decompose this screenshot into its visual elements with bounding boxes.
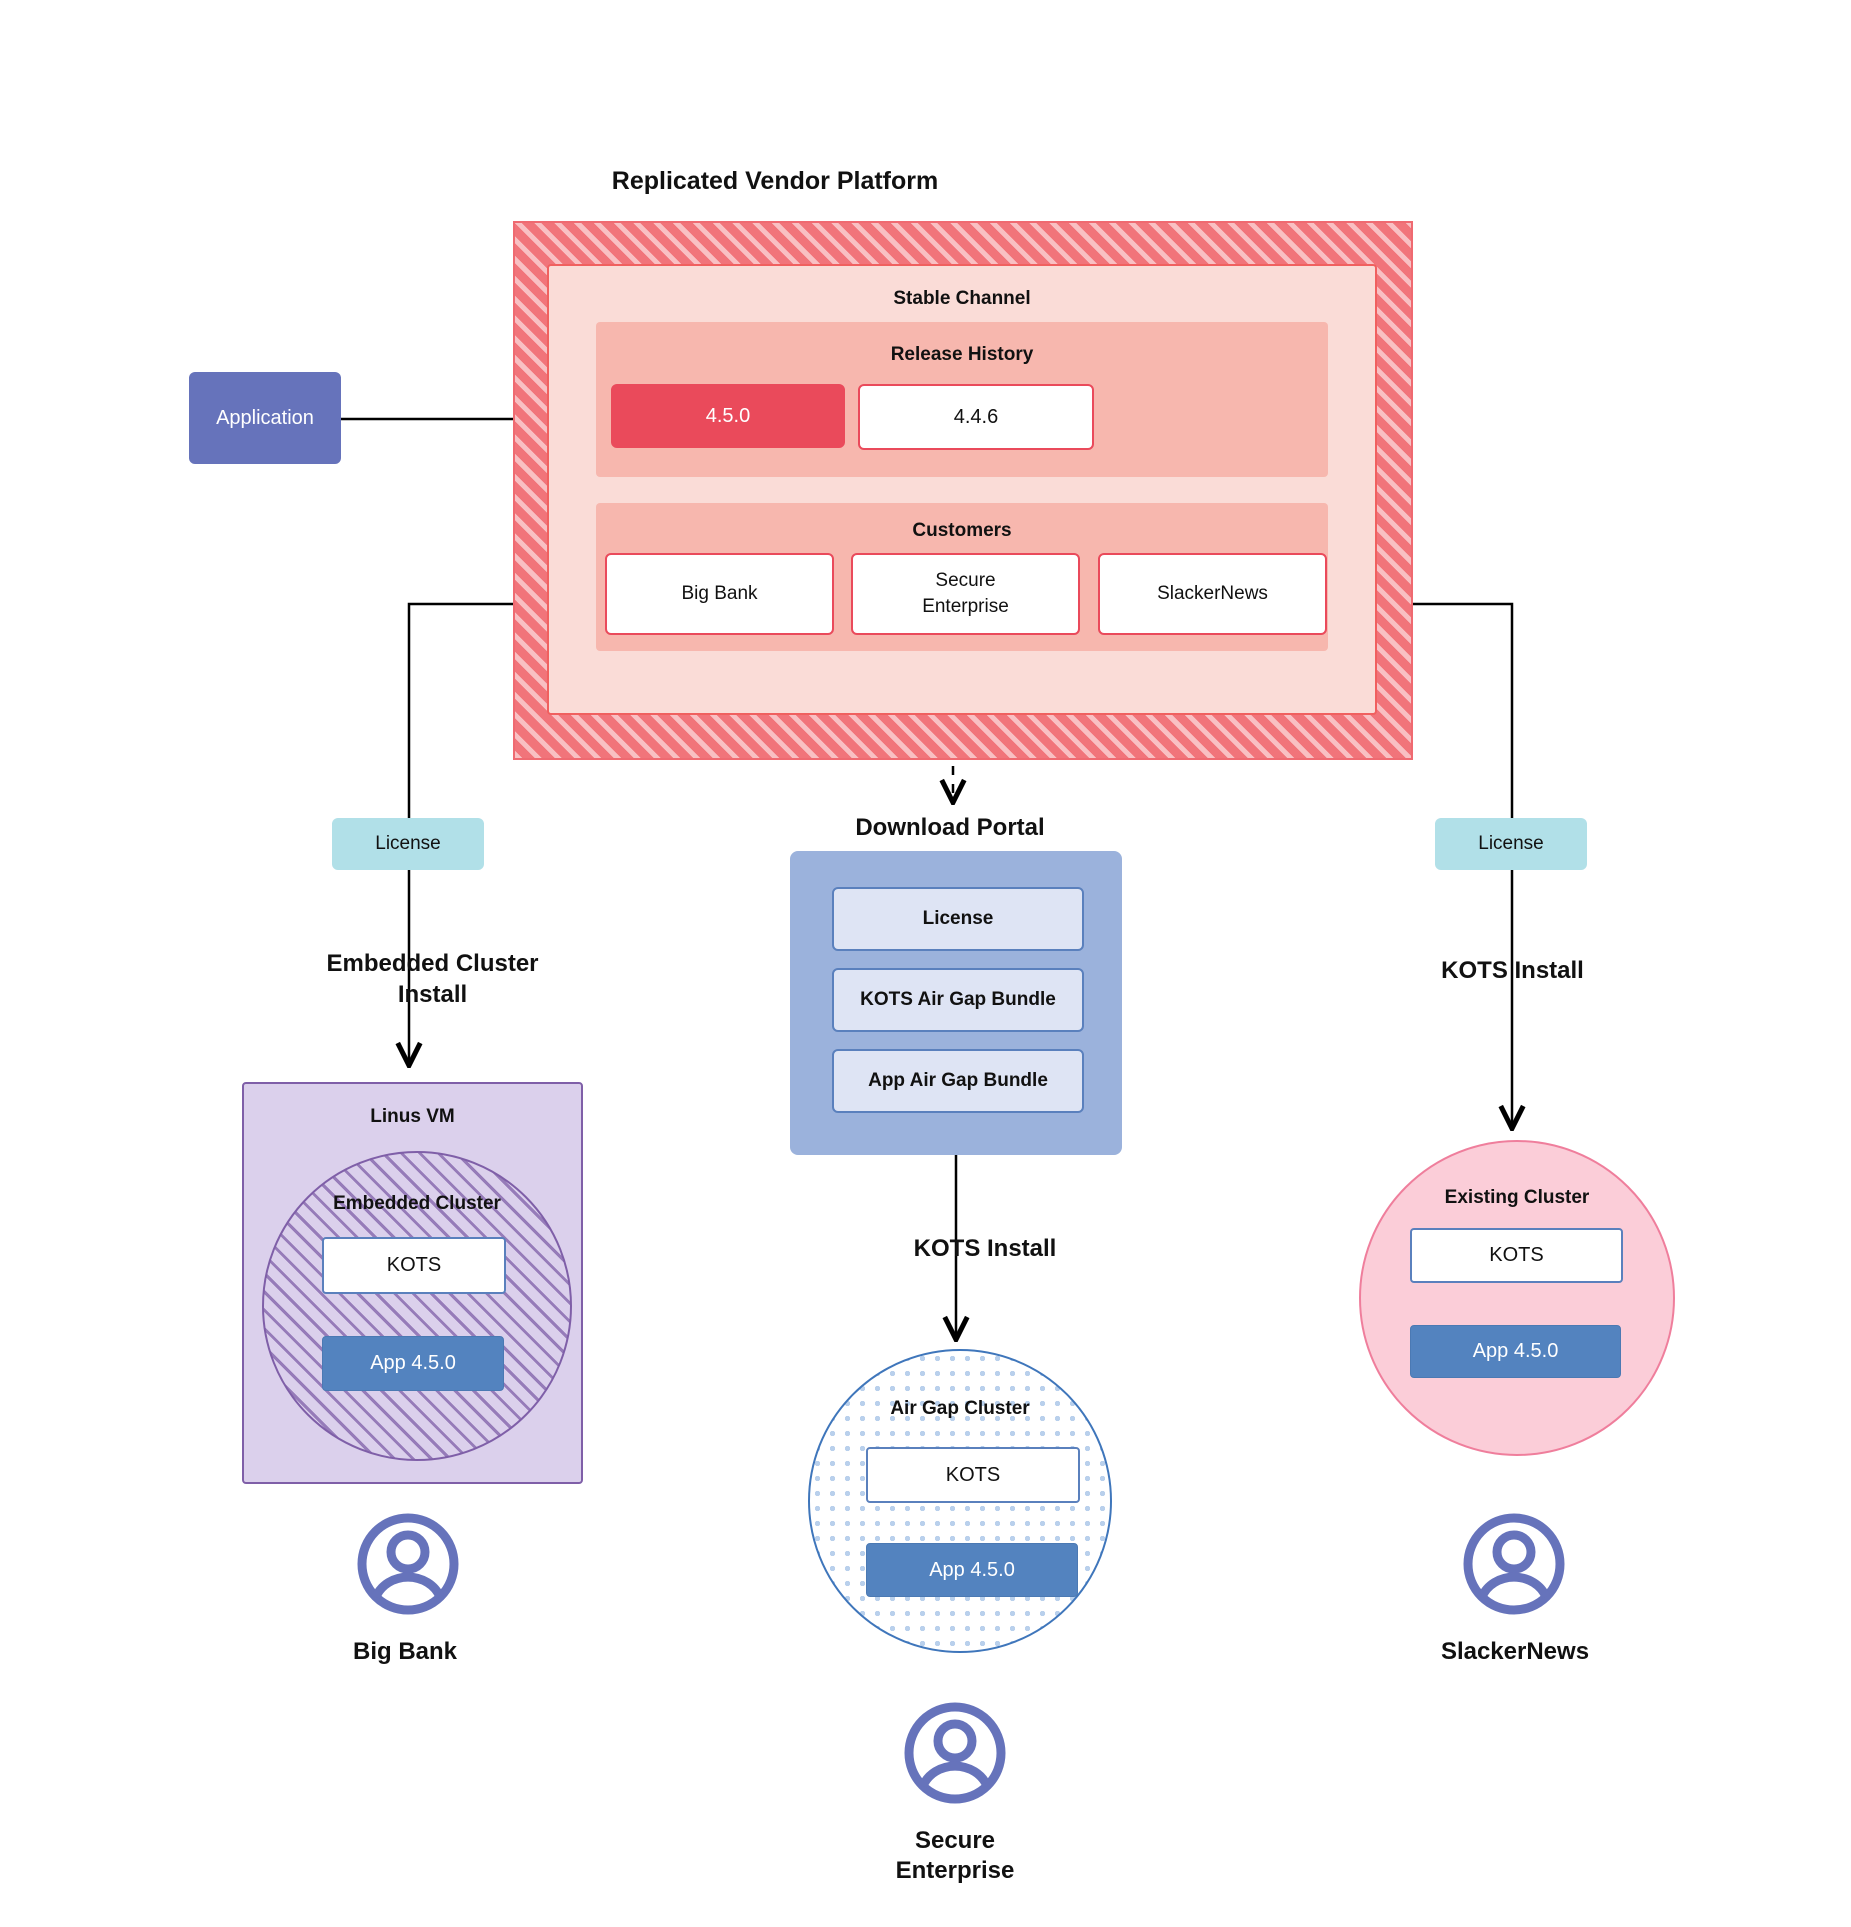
flow-label-kots-install-right: KOTS Install xyxy=(1441,957,1584,984)
air-gap-app-node[interactable]: App 4.5.0 xyxy=(866,1543,1078,1597)
license-chip-right[interactable]: License xyxy=(1435,818,1587,870)
embedded-cluster-label: Embedded Cluster xyxy=(333,1193,501,1214)
existing-cluster-app-node[interactable]: App 4.5.0 xyxy=(1410,1325,1621,1378)
customers-container: Customers Big Bank Secure Enterprise Sla… xyxy=(596,503,1328,651)
end-user-label-big-bank: Big Bank xyxy=(352,1638,457,1665)
embedded-cluster-circle: Embedded Cluster xyxy=(262,1151,572,1461)
existing-cluster-label: Existing Cluster xyxy=(1444,1187,1590,1208)
end-user-label-slackernews: SlackerNews xyxy=(1440,1638,1590,1665)
release-history-container: Release History 4.5.0 4.4.6 xyxy=(596,322,1328,477)
download-portal-title: Download Portal xyxy=(855,814,1045,841)
air-gap-cluster-label: Air Gap Cluster xyxy=(890,1398,1030,1419)
embedded-cluster-kots-node[interactable]: KOTS xyxy=(322,1237,506,1294)
end-user-label-secure-enterprise: Secure Enterprise xyxy=(895,1827,1015,1884)
release-history-label: Release History xyxy=(890,344,1034,365)
flow-label-embedded-cluster-install: Embedded Cluster Install xyxy=(326,950,539,1009)
customer-card-big-bank[interactable]: Big Bank xyxy=(605,553,834,635)
page-title: Replicated Vendor Platform xyxy=(611,167,939,195)
existing-cluster-kots-node[interactable]: KOTS xyxy=(1410,1228,1623,1283)
existing-cluster-circle: Existing Cluster xyxy=(1359,1140,1675,1456)
user-avatar-icon xyxy=(1463,1513,1565,1615)
embedded-cluster-app-node[interactable]: App 4.5.0 xyxy=(322,1336,504,1391)
portal-item-app-air-gap-bundle[interactable]: App Air Gap Bundle xyxy=(832,1049,1084,1113)
download-portal-container: License KOTS Air Gap Bundle App Air Gap … xyxy=(790,851,1122,1155)
linus-vm-container: Linus VM Embedded Cluster xyxy=(242,1082,583,1484)
stable-channel-container: Stable Channel Release History 4.5.0 4.4… xyxy=(547,264,1377,715)
user-avatar-icon xyxy=(904,1702,1006,1804)
stable-channel-label: Stable Channel xyxy=(893,288,1031,309)
user-avatar-icon xyxy=(357,1513,459,1615)
customer-card-slackernews[interactable]: SlackerNews xyxy=(1098,553,1327,635)
release-card-previous[interactable]: 4.4.6 xyxy=(858,384,1094,450)
portal-item-license[interactable]: License xyxy=(832,887,1084,951)
customer-card-secure-enterprise[interactable]: Secure Enterprise xyxy=(851,553,1080,635)
customers-label: Customers xyxy=(912,520,1012,541)
application-node[interactable]: Application xyxy=(189,372,341,464)
release-card-current[interactable]: 4.5.0 xyxy=(611,384,845,448)
license-chip-left[interactable]: License xyxy=(332,818,484,870)
air-gap-kots-node[interactable]: KOTS xyxy=(866,1447,1080,1503)
vendor-platform-container: Stable Channel Release History 4.5.0 4.4… xyxy=(513,221,1413,760)
portal-item-kots-air-gap-bundle[interactable]: KOTS Air Gap Bundle xyxy=(832,968,1084,1032)
linus-vm-label: Linus VM xyxy=(370,1106,455,1127)
flow-label-kots-install-center: KOTS Install xyxy=(913,1235,1057,1262)
